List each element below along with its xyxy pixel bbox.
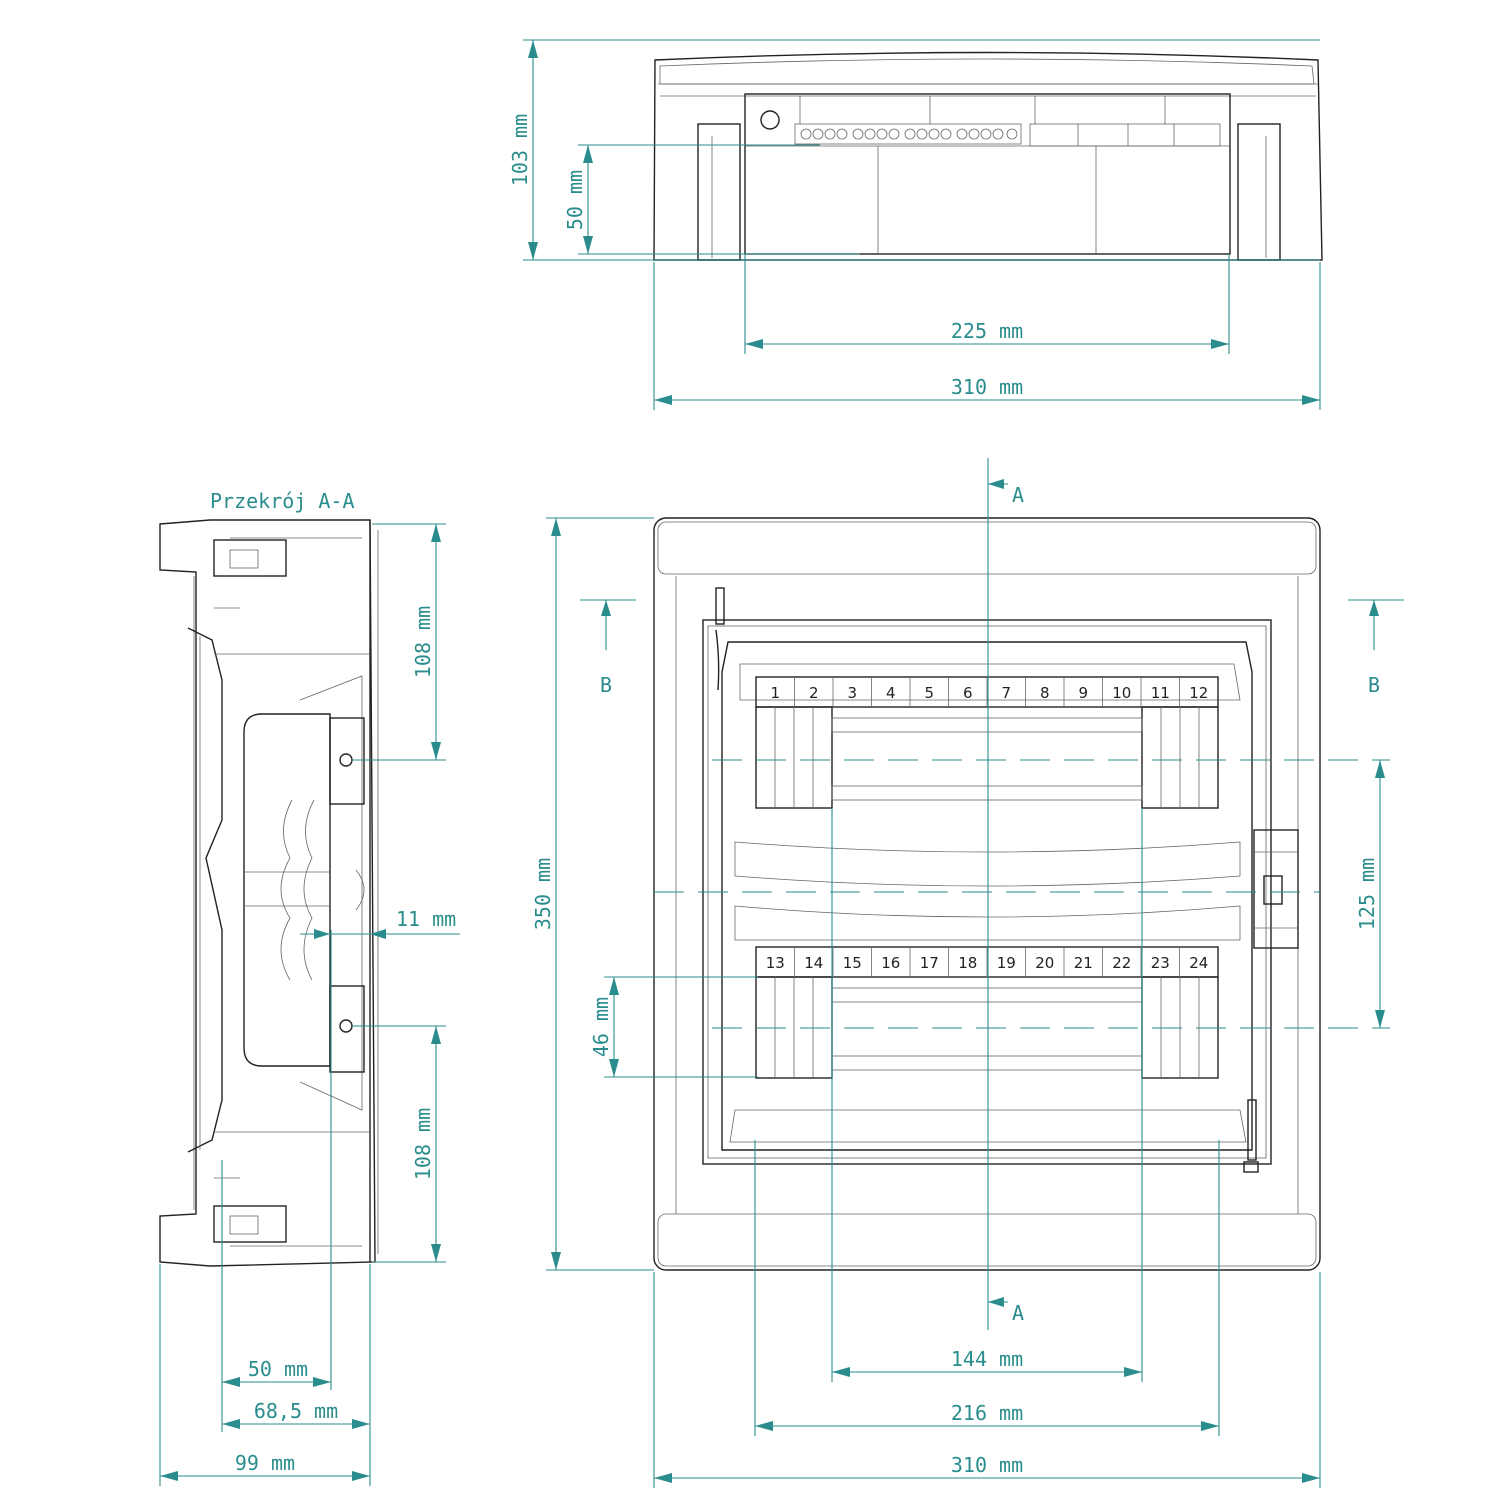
module-number: 9: [1078, 684, 1088, 702]
dim-side-lower: 108 mm: [411, 1108, 435, 1180]
module-row-2: 13 14 15 16 17 18 19 20 21 22 23 24: [766, 947, 1208, 977]
dim-side-upper: 108 mm: [411, 606, 435, 678]
module-number: 6: [963, 684, 973, 702]
dim-top-inner-width: 225 mm: [951, 319, 1023, 343]
section-mark-a-top: A: [1012, 483, 1024, 507]
terminal-screw: [968, 128, 980, 140]
dim-front-height: 350 mm: [531, 858, 555, 930]
module-number: 13: [766, 954, 785, 972]
module-number: 17: [920, 954, 939, 972]
terminal-screw: [888, 128, 900, 140]
terminal-screw: [980, 128, 992, 140]
section-title: Przekrój A-A: [210, 489, 355, 513]
terminal-screw: [824, 128, 836, 140]
module-number: 14: [804, 954, 823, 972]
dim-top-inner-depth: 50 mm: [563, 170, 587, 230]
section-mark-b-left: B: [600, 673, 612, 697]
terminal-screw: [916, 128, 928, 140]
terminal-screws: [800, 128, 1018, 140]
module-number: 2: [809, 684, 819, 702]
module-number: 22: [1112, 954, 1131, 972]
section-mark-a-bottom: A: [1012, 1301, 1024, 1325]
side-section-view: [159, 519, 379, 1267]
section-mark-b-right: B: [1368, 673, 1380, 697]
module-number: 23: [1151, 954, 1170, 972]
module-number: 24: [1189, 954, 1208, 972]
dim-top-width: 310 mm: [951, 375, 1023, 399]
module-number: 7: [1001, 684, 1011, 702]
dim-side-offset: 11 mm: [396, 907, 456, 931]
front-view-dimensions: A A B B 350 mm 125 mm 46 mm: [531, 458, 1404, 1488]
module-number: 12: [1189, 684, 1208, 702]
module-number: 10: [1112, 684, 1131, 702]
module-number: 16: [881, 954, 900, 972]
terminal-screw: [940, 128, 952, 140]
terminal-screw: [1006, 128, 1018, 140]
module-number: 1: [770, 684, 780, 702]
dim-side-depth: 99 mm: [235, 1451, 295, 1475]
module-number: 15: [843, 954, 862, 972]
top-view-dimensions: 103 mm 50 mm 225 mm 310 mm: [508, 39, 1321, 410]
dim-front-row-pitch: 125 mm: [1355, 858, 1379, 930]
module-number: 4: [886, 684, 896, 702]
terminal-screw: [956, 128, 968, 140]
terminal-screw: [852, 128, 864, 140]
terminal-screw: [864, 128, 876, 140]
module-number: 8: [1040, 684, 1050, 702]
dim-front-width: 310 mm: [951, 1453, 1023, 1477]
dim-front-inner-width: 216 mm: [951, 1401, 1023, 1425]
module-number: 18: [958, 954, 977, 972]
dim-side-rail-depth: 50 mm: [248, 1357, 308, 1381]
module-number: 3: [847, 684, 857, 702]
top-view: [653, 51, 1323, 261]
module-number: 19: [997, 954, 1016, 972]
terminal-screw: [812, 128, 824, 140]
module-number: 5: [924, 684, 934, 702]
terminal-screw: [876, 128, 888, 140]
module-number: 21: [1074, 954, 1093, 972]
terminal-screw: [928, 128, 940, 140]
dim-side-inner-depth: 68,5 mm: [254, 1399, 338, 1423]
terminal-screw: [992, 128, 1004, 140]
dim-front-rail-length: 144 mm: [951, 1347, 1023, 1371]
terminal-screw: [836, 128, 848, 140]
dim-top-depth: 103 mm: [508, 114, 532, 186]
side-section-dimensions: 108 mm 108 mm 11 mm 50 mm 68,5 mm 99 mm: [159, 523, 460, 1486]
module-number: 11: [1151, 684, 1170, 702]
terminal-screw: [904, 128, 916, 140]
terminal-screw: [800, 128, 812, 140]
module-number: 20: [1035, 954, 1054, 972]
dim-front-module-height: 46 mm: [589, 997, 613, 1057]
